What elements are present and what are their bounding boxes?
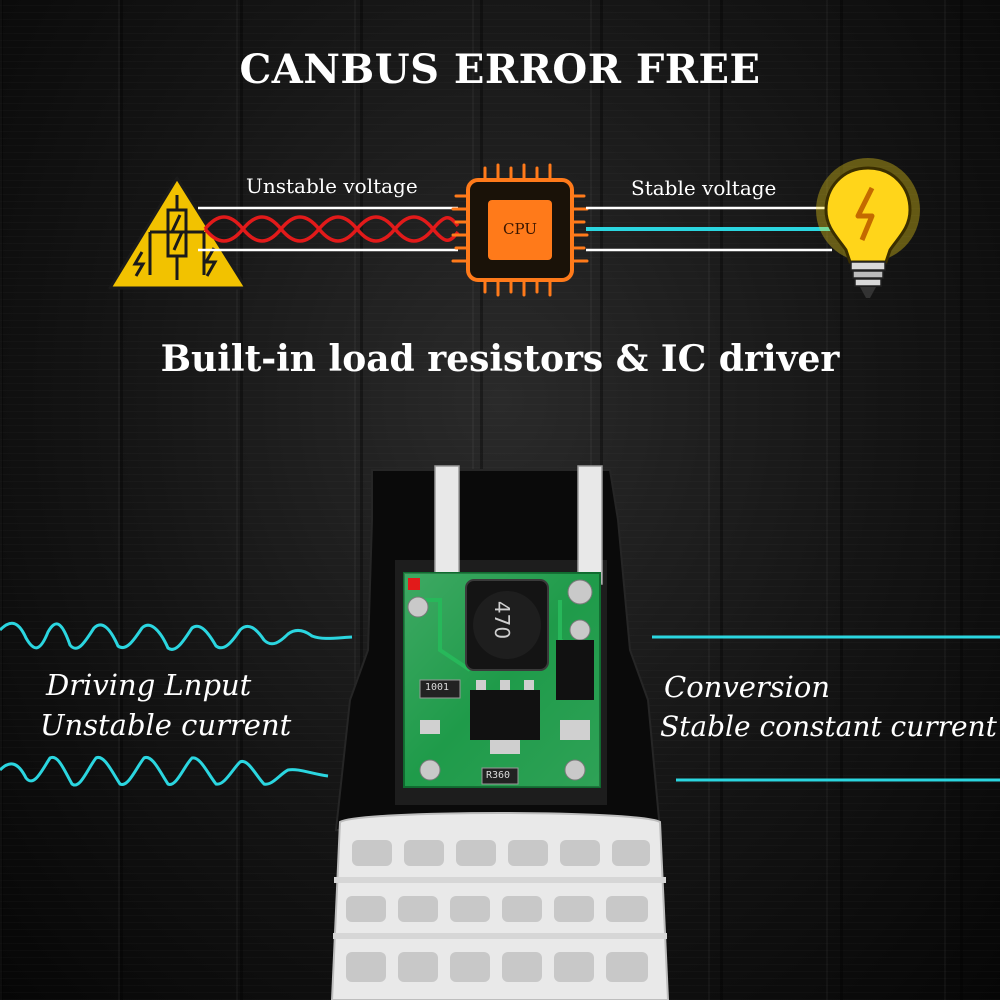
- unstable-voltage-label: Unstable voltage: [246, 174, 418, 198]
- voltage-diagram: [108, 158, 920, 298]
- unstable-current-wave-top: [0, 621, 353, 651]
- unstable-current-text: Unstable current: [40, 708, 292, 742]
- unstable-wires: [198, 206, 460, 252]
- resistor-marking-1: 1001: [425, 682, 450, 693]
- high-voltage-warning-icon: [108, 176, 248, 290]
- ic-driver-chip: [470, 690, 540, 740]
- resistor-marking-2: R360: [486, 770, 511, 781]
- stable-voltage-label: Stable voltage: [631, 176, 777, 200]
- cpu-chip-icon: [451, 163, 589, 297]
- driving-input-text: Driving Lnput: [46, 668, 252, 702]
- headline: CANBUS ERROR FREE: [239, 46, 761, 93]
- unstable-current-wave-bottom: [0, 755, 329, 787]
- inductor-marking: 470: [490, 600, 515, 640]
- stable-constant-current-text: Stable constant current: [660, 710, 997, 743]
- conversion-text: Conversion: [664, 670, 831, 704]
- stable-wires: [586, 206, 832, 252]
- cpu-label: CPU: [503, 220, 537, 238]
- subheadline: Built-in load resistors & IC driver: [160, 338, 840, 380]
- light-bulb-icon: [816, 158, 920, 298]
